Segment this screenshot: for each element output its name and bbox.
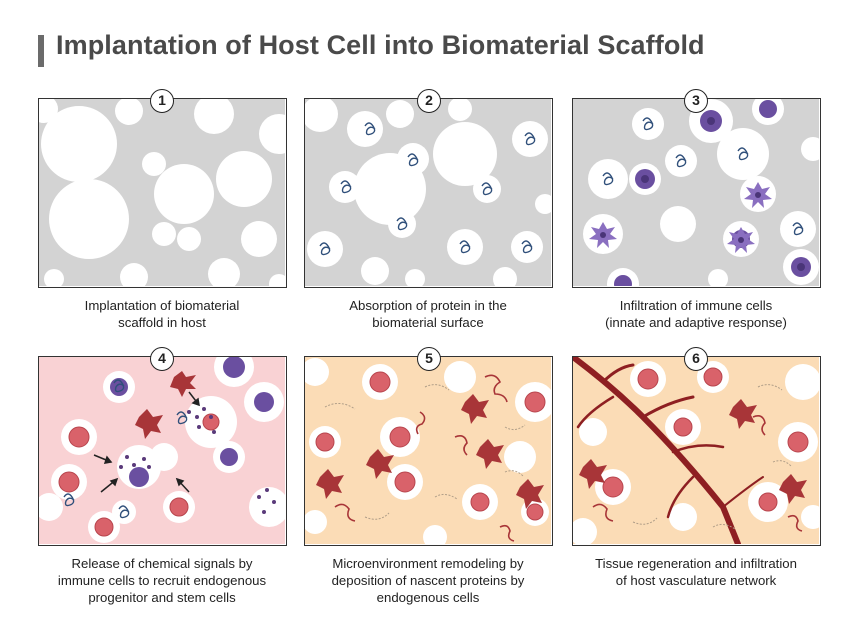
caption-6-line-2: of host vasculature network bbox=[615, 573, 777, 588]
panel-2 bbox=[304, 98, 553, 288]
caption-3-line-2: (innate and adaptive response) bbox=[605, 315, 787, 330]
scaffold-illustration-1 bbox=[39, 99, 285, 286]
step-number-6: 6 bbox=[684, 347, 708, 371]
panel-6 bbox=[572, 356, 821, 546]
panel-1 bbox=[38, 98, 287, 288]
caption-2-line-1: Absorption of protein in the bbox=[349, 298, 507, 313]
caption-2-line-2: biomaterial surface bbox=[372, 315, 484, 330]
caption-6: Tissue regeneration and infiltration of … bbox=[566, 555, 826, 589]
panel-5 bbox=[304, 356, 553, 546]
step-number-4: 4 bbox=[150, 347, 174, 371]
protein-absorption-illustration bbox=[305, 99, 551, 286]
caption-3-line-1: Infiltration of immune cells bbox=[619, 298, 773, 313]
step-number-1: 1 bbox=[150, 89, 174, 113]
caption-5-line-2: deposition of nascent proteins by bbox=[331, 573, 525, 588]
caption-4-line-3: progenitor and stem cells bbox=[88, 590, 236, 605]
caption-1-line-2: scaffold in host bbox=[118, 315, 206, 330]
caption-1-line-1: Implantation of biomaterial bbox=[84, 298, 240, 313]
panel-3 bbox=[572, 98, 821, 288]
immune-infiltration-illustration bbox=[573, 99, 819, 286]
caption-1: Implantation of biomaterial scaffold in … bbox=[32, 297, 292, 331]
step-number-5: 5 bbox=[417, 347, 441, 371]
remodeling-illustration bbox=[305, 357, 551, 544]
title-accent-bar bbox=[38, 35, 44, 67]
figure-title: Implantation of Host Cell into Biomateri… bbox=[56, 30, 705, 60]
caption-5-line-1: Microenvironment remodeling by bbox=[332, 556, 524, 571]
step-number-2: 2 bbox=[417, 89, 441, 113]
chemical-signals-illustration bbox=[39, 357, 285, 544]
caption-5-line-3: endogenous cells bbox=[376, 590, 480, 605]
vascularization-illustration bbox=[573, 357, 819, 544]
caption-2: Absorption of protein in the biomaterial… bbox=[298, 297, 558, 331]
panel-4 bbox=[38, 356, 287, 546]
caption-3: Infiltration of immune cells (innate and… bbox=[566, 297, 826, 331]
caption-6-line-1: Tissue regeneration and infiltration bbox=[595, 556, 797, 571]
caption-4-line-2: immune cells to recruit endogenous bbox=[57, 573, 267, 588]
step-number-3: 3 bbox=[684, 89, 708, 113]
caption-4-line-1: Release of chemical signals by bbox=[71, 556, 253, 571]
caption-4: Release of chemical signals by immune ce… bbox=[32, 555, 292, 606]
caption-5: Microenvironment remodeling by depositio… bbox=[298, 555, 558, 606]
